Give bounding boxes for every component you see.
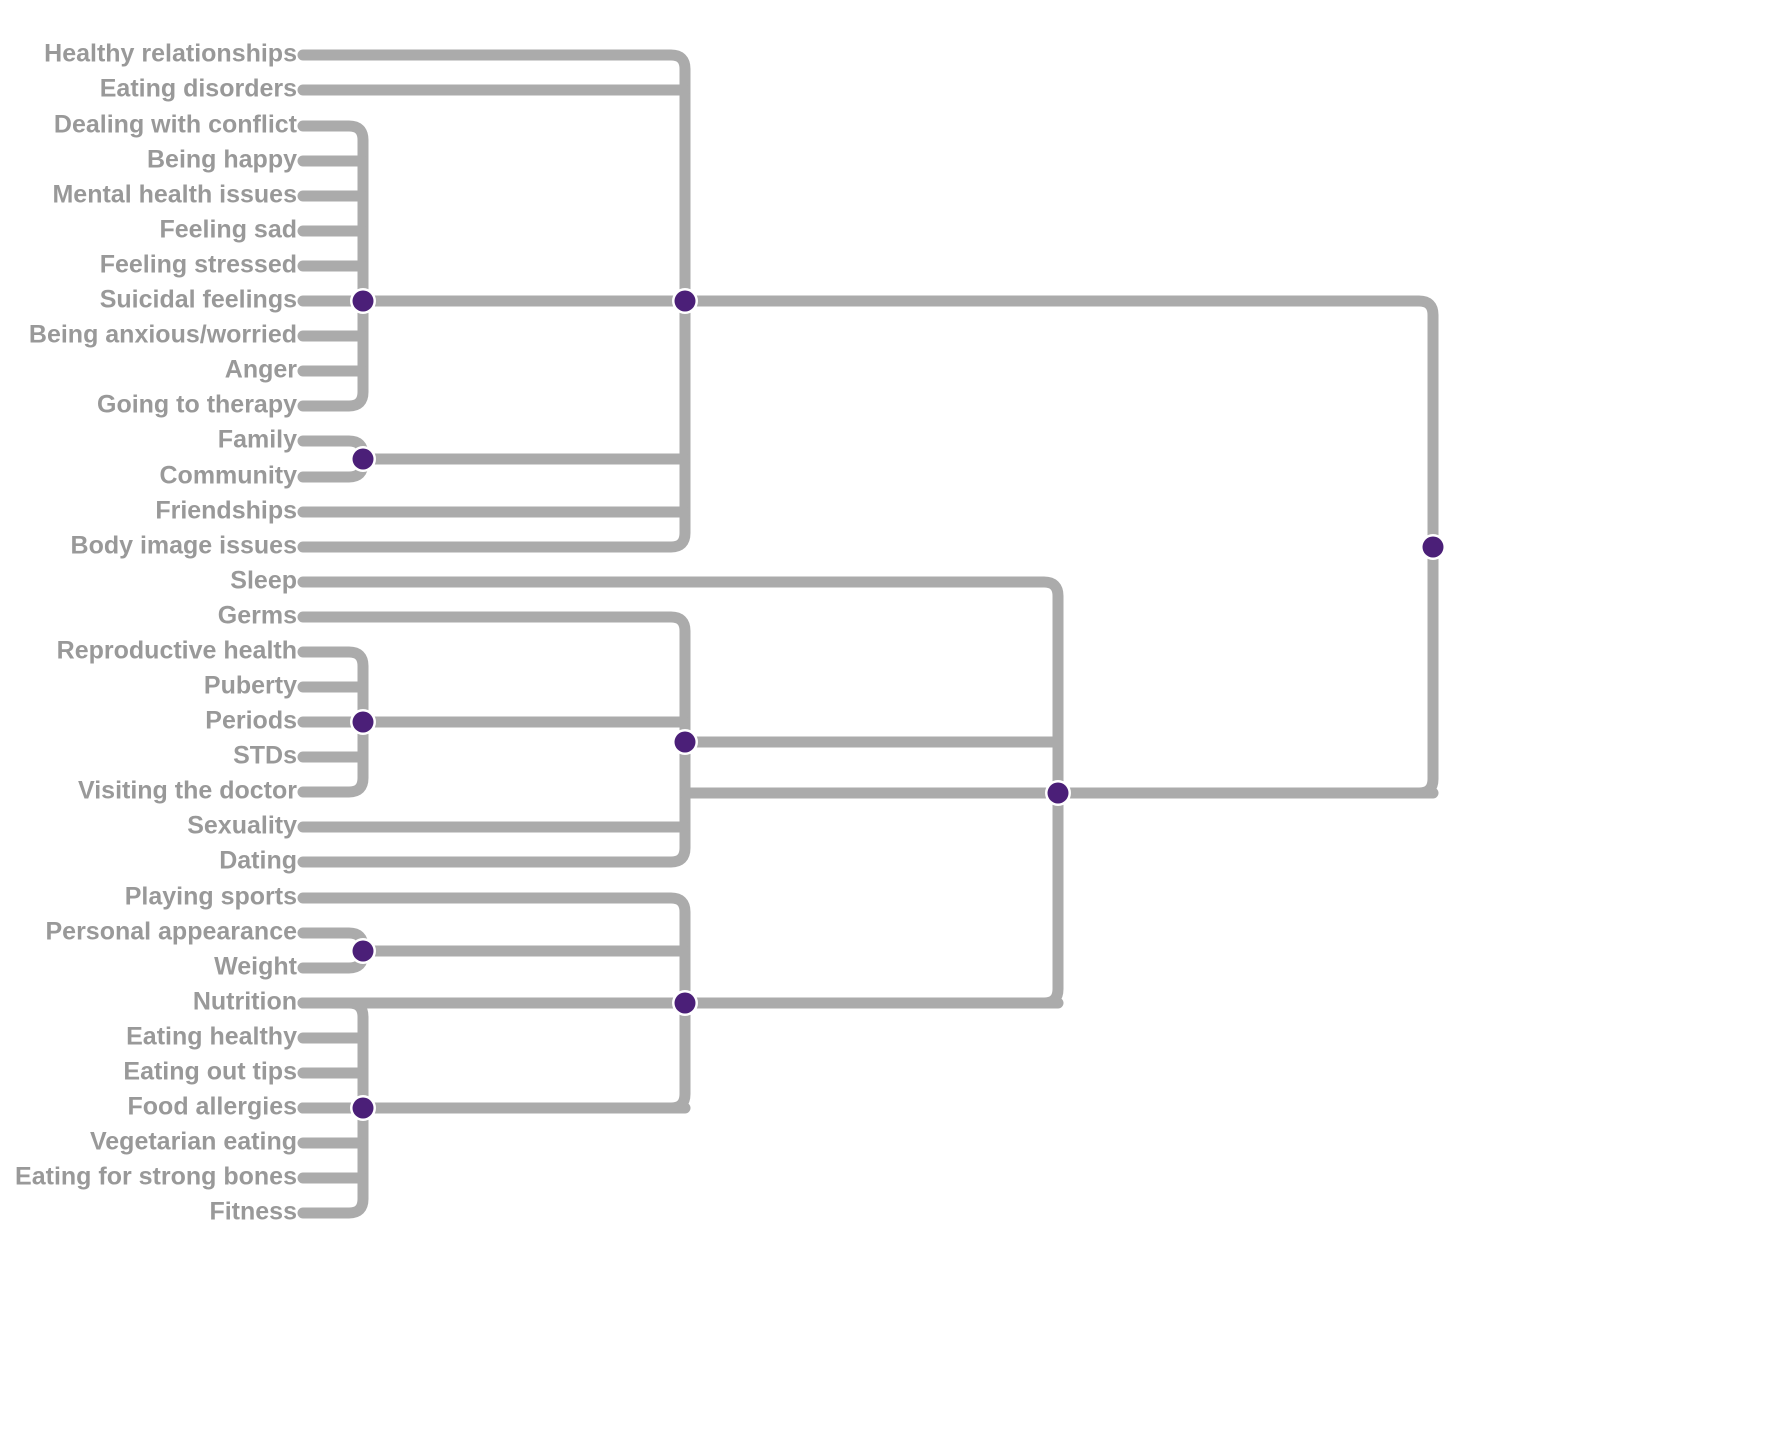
branch-layer [297,49,1439,1219]
merge-node-layer [350,288,1446,1121]
leaf-label: Fitness [209,1198,297,1226]
leaf-label: Mental health issues [52,181,297,209]
merge-node-cluster-body-sex[interactable] [674,731,696,753]
leaf-label: Reproductive health [57,637,297,665]
leaf-label: Eating healthy [126,1023,297,1051]
leaf-label: Friendships [155,497,297,525]
leaf-label: Anger [225,356,298,384]
leaf-label: Feeling sad [159,216,297,244]
leaf-label: Community [160,462,298,490]
merge-node-cluster-nutrition[interactable] [352,1097,374,1119]
merge-node-cluster-appearance-weight[interactable] [352,940,374,962]
leaf-label: Sexuality [187,812,297,840]
merge-node-cluster-sexual-health[interactable] [352,711,374,733]
merge-node-cluster-mental-health[interactable] [352,290,374,312]
merge-node-cluster-social-emotional[interactable] [674,290,696,312]
leaf-label: Personal appearance [45,918,297,946]
leaf-label: STDs [233,742,297,770]
leaf-label: Visiting the doctor [78,777,297,805]
leaf-label: Body image issues [71,532,297,560]
leaf-label: Eating for strong bones [15,1163,297,1191]
leaf-label: Eating out tips [123,1058,297,1086]
merge-node-cluster-food-fitness[interactable] [674,992,696,1014]
leaf-label: Dealing with conflict [54,111,298,139]
leaf-label: Healthy relationships [44,40,297,68]
leaf-label: Family [218,426,297,454]
leaf-label: Weight [214,953,298,981]
leaf-label: Feeling stressed [100,251,297,279]
leaf-label: Periods [205,707,297,735]
merge-node-root[interactable] [1422,536,1444,558]
leaf-label: Going to therapy [97,391,297,419]
leaf-label: Sleep [230,567,297,595]
leaf-label: Puberty [204,672,297,700]
leaf-label: Nutrition [193,988,297,1016]
leaf-label: Playing sports [125,883,297,911]
leaf-label: Suicidal feelings [100,286,297,314]
leaf-label: Dating [219,847,297,875]
leaf-label: Being anxious/worried [29,321,297,349]
leaf-label: Eating disorders [100,75,297,103]
leaf-label: Germs [218,602,297,630]
leaf-label: Vegetarian eating [90,1128,297,1156]
merge-node-cluster-family-community[interactable] [352,448,374,470]
leaf-label: Food allergies [128,1093,297,1121]
leaf-label: Being happy [147,146,297,174]
merge-node-cluster-physical[interactable] [1047,782,1069,804]
